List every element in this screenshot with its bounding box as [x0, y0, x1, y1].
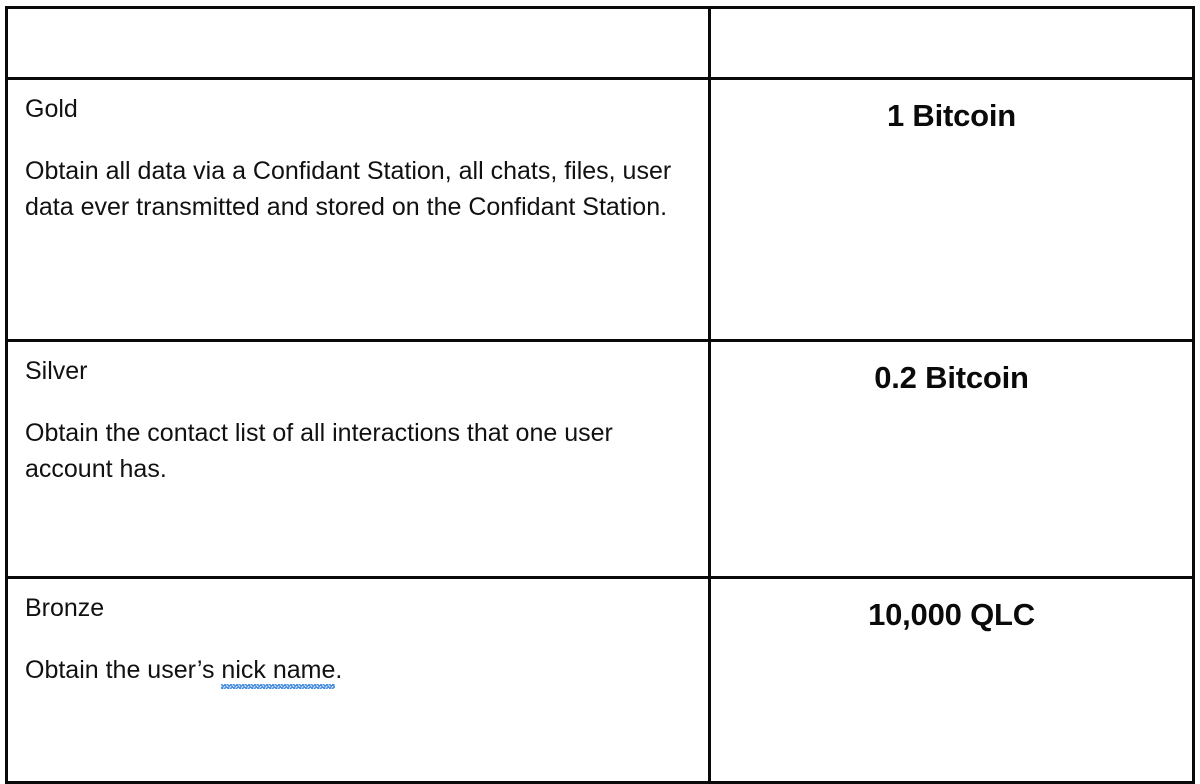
- column-header-vulnerabilities: Security vulnerabilities: [5, 6, 711, 80]
- reward-value-bronze: 10,000 QLC: [868, 597, 1035, 632]
- table-row: Gold Obtain all data via a Confidant Sta…: [5, 77, 1195, 342]
- tier-label-silver: Silver: [25, 357, 88, 385]
- table-row: Silver Obtain the contact list of all in…: [5, 339, 1195, 579]
- column-header-rewards: Rewards: [708, 6, 1195, 80]
- tier-description-bronze: Obtain the user’s nick name.: [25, 653, 690, 689]
- reward-cell-bronze: 10,000 QLC: [708, 576, 1195, 784]
- vulnerability-cell-gold: Gold Obtain all data via a Confidant Sta…: [5, 77, 711, 342]
- table-row: Bronze Obtain the user’s nick name. 10,0…: [5, 576, 1195, 784]
- tier-description-gold: Obtain all data via a Confidant Station,…: [25, 157, 672, 221]
- column-header-rewards-label: Rewards: [888, 9, 1015, 42]
- tier-label-bronze: Bronze: [25, 594, 105, 622]
- bounty-rewards-table: Security vulnerabilities Rewards Gold Ob…: [5, 6, 1195, 784]
- reward-cell-gold: 1 Bitcoin: [708, 77, 1195, 342]
- table-body: Gold Obtain all data via a Confidant Sta…: [5, 77, 1195, 784]
- vulnerability-cell-bronze: Bronze Obtain the user’s nick name.: [5, 576, 711, 784]
- tier-description-bronze-prefix: Obtain the user’s: [25, 656, 222, 684]
- bounty-rewards-page: Security vulnerabilities Rewards Gold Ob…: [0, 0, 1200, 713]
- reward-cell-silver: 0.2 Bitcoin: [708, 339, 1195, 579]
- table-header-row: Security vulnerabilities Rewards: [5, 6, 1195, 80]
- reward-value-silver: 0.2 Bitcoin: [874, 360, 1029, 395]
- vulnerability-cell-silver: Silver Obtain the contact list of all in…: [5, 339, 711, 579]
- column-header-vulnerabilities-label: Security vulnerabilities: [191, 9, 525, 42]
- reward-value-gold: 1 Bitcoin: [886, 98, 1017, 133]
- tier-label-gold: Gold: [25, 95, 78, 123]
- tier-description-silver: Obtain the contact list of all interacti…: [25, 419, 613, 483]
- table-header: Security vulnerabilities Rewards: [5, 6, 1195, 80]
- tier-description-bronze-suffix: .: [335, 656, 343, 684]
- spellcheck-misspelled-word[interactable]: nick name: [221, 656, 336, 684]
